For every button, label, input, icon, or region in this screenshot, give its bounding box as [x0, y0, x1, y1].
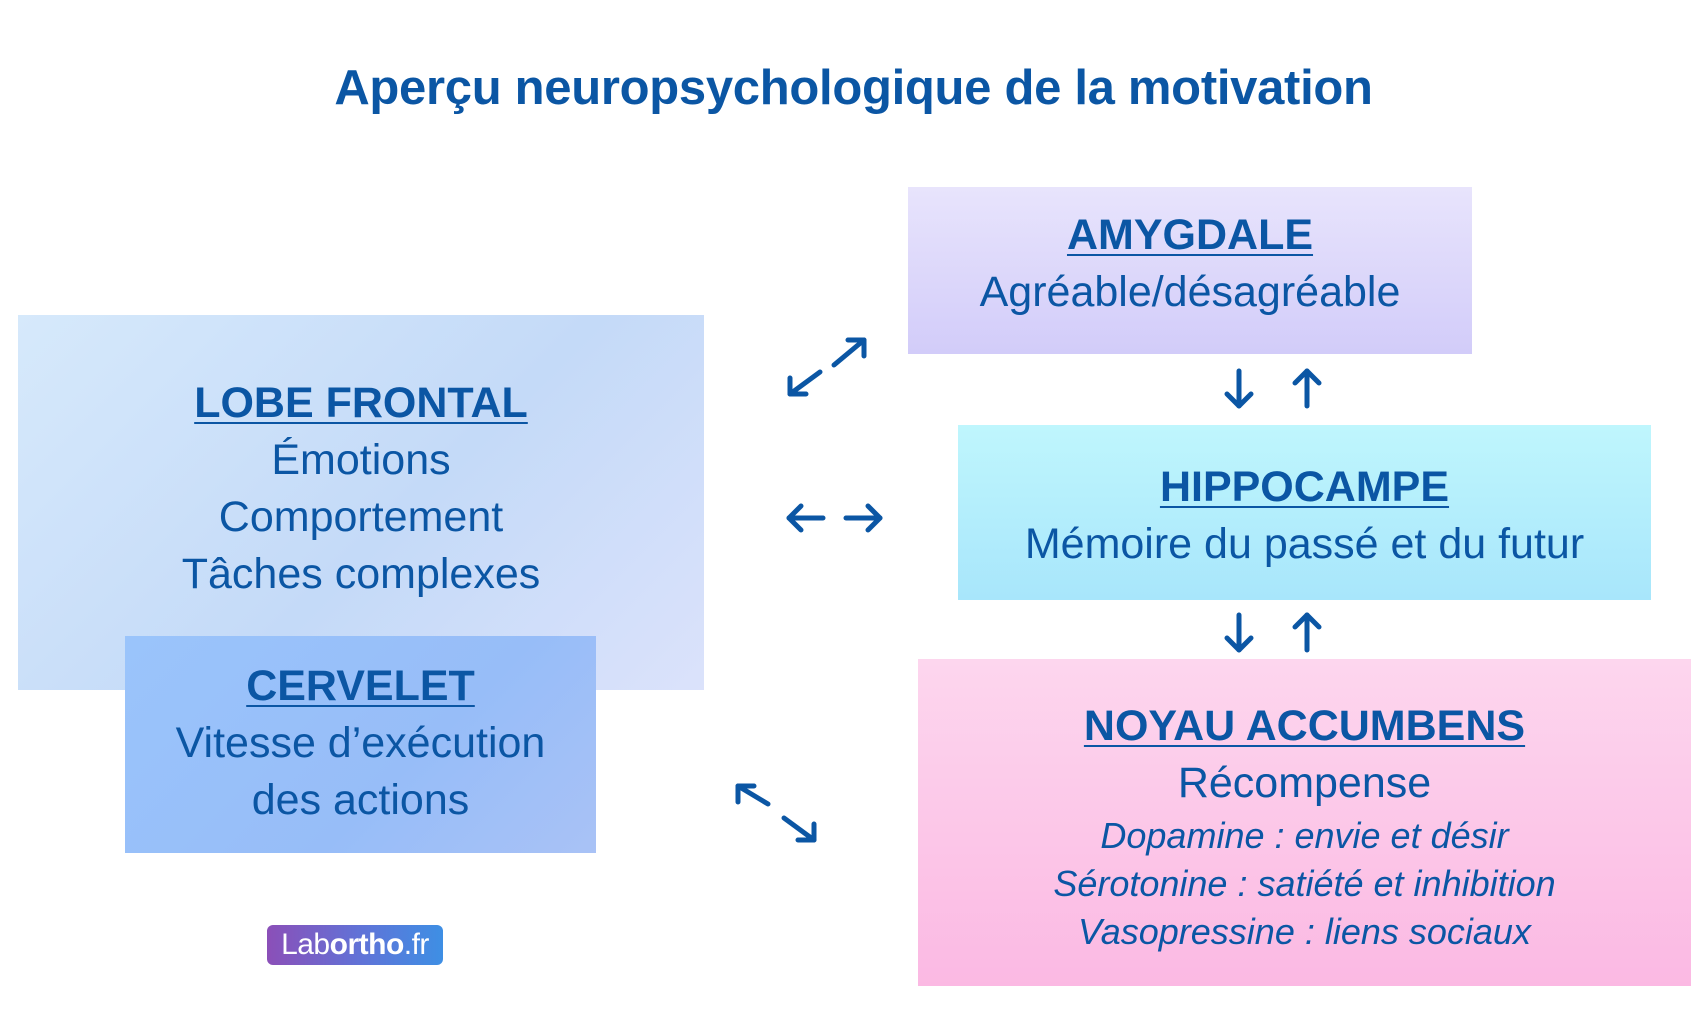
noyau-accumbens-box: NOYAU ACCUMBENS Récompense Dopamine : en… [918, 659, 1691, 986]
noyau-accumbens-line: Récompense [1177, 759, 1432, 807]
hippocampe-line: Mémoire du passé et du futur [1024, 520, 1585, 568]
arrow-right-icon [843, 503, 883, 533]
hippocampe-heading: HIPPOCAMPE [1159, 463, 1450, 511]
labortho-logo: Labortho.fr [267, 925, 443, 965]
logo-part: ortho [329, 928, 405, 961]
lobe-frontal-line: Émotions [271, 436, 451, 484]
cervelet-heading: CERVELET [246, 662, 475, 710]
lobe-frontal-line: Comportement [218, 493, 504, 541]
neurotransmitter-item: Vasopressine : liens sociaux [1078, 911, 1531, 952]
arrow-to-noyau-icon [781, 815, 817, 843]
lobe-frontal-box: LOBE FRONTAL Émotions Comportement Tâche… [18, 315, 704, 690]
noyau-accumbens-heading: NOYAU ACCUMBENS [1083, 702, 1526, 750]
cervelet-box: CERVELET Vitesse d’exécution des actions [125, 636, 596, 853]
hippocampe-box: HIPPOCAMPE Mémoire du passé et du futur [958, 425, 1651, 600]
logo-part: .fr [403, 928, 430, 961]
arrow-amygdale-to-lobe-icon [787, 369, 823, 397]
amygdale-line: Agréable/désagréable [979, 268, 1401, 316]
arrow-down-icon [1224, 368, 1254, 409]
neurotransmitter-item: Sérotonine : satiété et inhibition [1053, 863, 1556, 904]
lobe-frontal-line: Tâches complexes [181, 550, 541, 598]
arrow-to-cervelet-icon [735, 783, 771, 807]
amygdale-heading: AMYGDALE [1066, 211, 1314, 259]
arrow-up-icon [1292, 368, 1322, 409]
arrow-up-icon [1292, 612, 1322, 653]
neurotransmitter-item: Dopamine : envie et désir [1100, 815, 1509, 856]
page-title: Aperçu neuropsychologique de la motivati… [334, 61, 1373, 115]
amygdale-box: AMYGDALE Agréable/désagréable [908, 187, 1472, 354]
arrow-down-icon [1224, 612, 1254, 653]
lobe-frontal-heading: LOBE FRONTAL [194, 379, 528, 427]
logo-part: Lab [281, 928, 330, 961]
arrow-lobe-to-amygdale-icon [831, 337, 867, 368]
cervelet-line: Vitesse d’exécution [175, 719, 546, 767]
arrow-left-icon [786, 503, 826, 533]
cervelet-line: des actions [251, 776, 470, 824]
